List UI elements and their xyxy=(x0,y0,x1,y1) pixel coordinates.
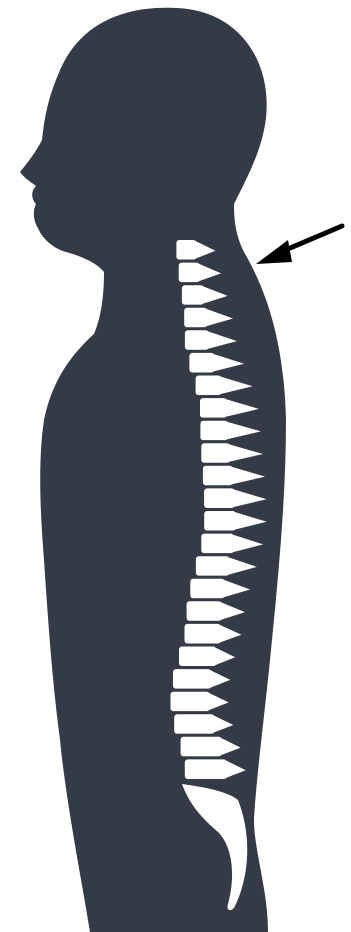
intervertebral-gap xyxy=(175,666,220,668)
intervertebral-gap xyxy=(185,373,218,375)
intervertebral-gap xyxy=(196,418,231,420)
intervertebral-gap xyxy=(192,395,226,397)
vertebra-body xyxy=(203,466,233,486)
vertebra-body xyxy=(201,534,233,554)
vertebra-body xyxy=(200,421,228,441)
vertebra-body xyxy=(179,263,200,283)
intervertebral-gap xyxy=(197,553,237,555)
intervertebral-gap xyxy=(199,485,237,487)
vertebra-body xyxy=(185,624,221,644)
intervertebral-gap xyxy=(177,756,226,758)
intervertebral-gap xyxy=(169,689,215,691)
vertebra-body xyxy=(201,443,230,463)
intervertebral-gap xyxy=(178,305,208,307)
intervertebral-gap xyxy=(170,734,218,736)
vertebra-body xyxy=(171,692,210,712)
vertebra-body xyxy=(200,398,227,418)
vertebra-body xyxy=(185,330,209,350)
vertebra-body xyxy=(173,669,211,689)
vertebra-body xyxy=(179,647,216,667)
intervertebral-gap xyxy=(192,576,233,578)
vertebra-body xyxy=(181,737,222,757)
intervertebral-gap xyxy=(181,779,231,781)
intervertebral-gap xyxy=(196,440,232,442)
vertebra-body xyxy=(174,714,214,734)
vertebra-body xyxy=(204,488,235,508)
intervertebral-gap xyxy=(186,598,228,600)
vertebra-body xyxy=(204,511,236,531)
intervertebral-gap xyxy=(200,531,240,533)
intervertebral-gap xyxy=(180,327,211,329)
vertebra-body xyxy=(176,240,196,260)
vertebra-body xyxy=(189,353,214,373)
intervertebral-gap xyxy=(175,282,204,284)
vertebra-body xyxy=(185,759,227,779)
vertebra-body xyxy=(184,308,207,328)
intervertebral-gap xyxy=(200,508,239,510)
vertebra-body xyxy=(187,601,222,621)
vertebra-body xyxy=(196,376,222,396)
intervertebral-gap xyxy=(167,711,214,713)
intervertebral-gap xyxy=(172,260,200,262)
vertebra-body xyxy=(196,556,229,576)
vertebra-body xyxy=(190,579,224,599)
intervertebral-gap xyxy=(181,644,225,646)
vertebra-body xyxy=(182,285,204,305)
intervertebral-gap xyxy=(183,621,226,623)
intervertebral-gap xyxy=(197,463,234,465)
intervertebral-gap xyxy=(181,350,213,352)
